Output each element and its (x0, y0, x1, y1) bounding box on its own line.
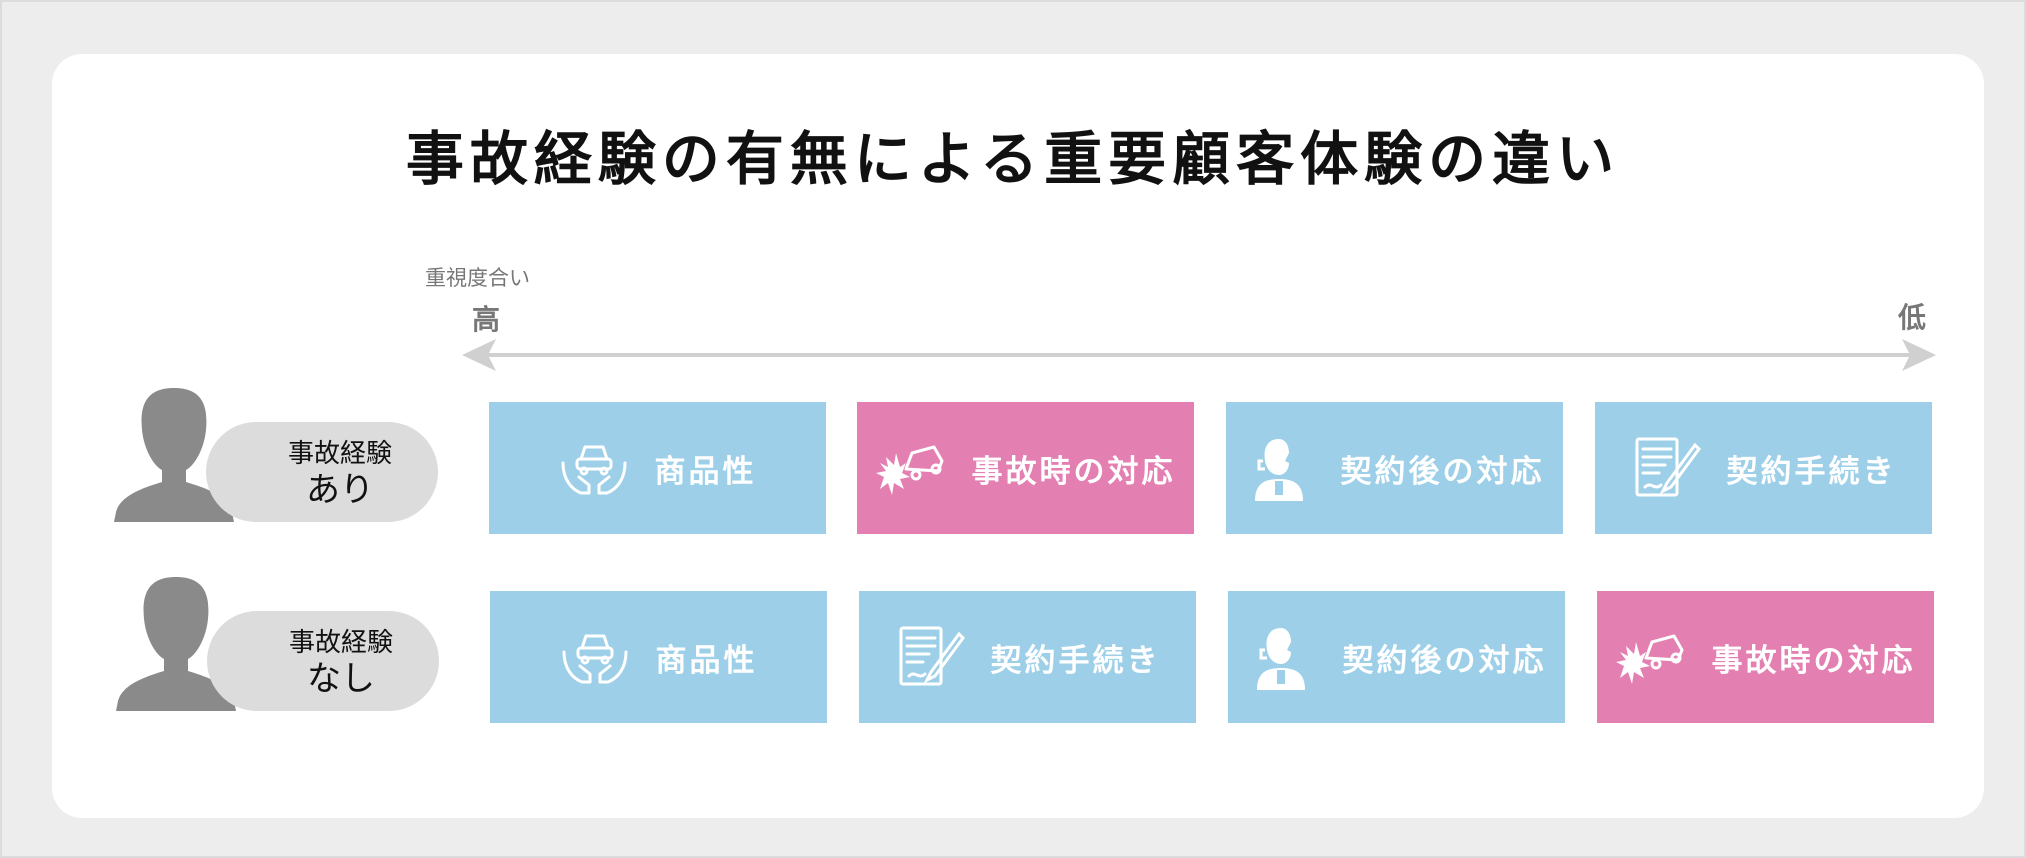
support-agent-icon (1256, 628, 1305, 690)
axis-label: 重視度合い (425, 266, 530, 290)
person-icon (114, 388, 234, 522)
item-label: 契約後の対応 (1340, 453, 1545, 490)
document-signing-icon (899, 626, 965, 686)
item-product: 商品性 (489, 402, 826, 534)
car-in-hands-icon (562, 634, 627, 684)
item-accident-response: 事故時の対応 (1597, 591, 1934, 723)
item-accident-response: 事故時の対応 (857, 402, 1194, 534)
item-label: 商品性 (654, 453, 757, 490)
row-label-line2: なし (307, 659, 375, 699)
car-crash-icon (875, 445, 943, 495)
axis-high-label: 高 (472, 303, 501, 336)
person-icon (116, 577, 236, 711)
document-signing-icon (1635, 437, 1701, 497)
item-label: 商品性 (655, 642, 758, 679)
priority-axis-arrow (462, 339, 1936, 371)
item-post-contract: 契約後の対応 (1228, 591, 1565, 723)
diagram-title: 事故経験の有無による重要顧客体験の違い (405, 125, 1621, 193)
item-contract-procedure: 契約手続き (1595, 402, 1932, 534)
item-label: 事故時の対応 (1711, 642, 1916, 679)
item-label: 契約手続き (990, 642, 1161, 679)
item-post-contract: 契約後の対応 (1226, 402, 1563, 534)
row-label-line2: あり (306, 470, 374, 510)
car-in-hands-icon (561, 445, 626, 495)
item-label: 事故時の対応 (971, 453, 1176, 490)
item-contract-procedure: 契約手続き (859, 591, 1196, 723)
axis-low-label: 低 (1898, 301, 1927, 334)
row-label-line1: 事故経験 (287, 439, 392, 469)
item-label: 契約手続き (1726, 453, 1897, 490)
car-crash-icon (1615, 634, 1683, 684)
row-label-without-accident: 事故経験 なし (207, 611, 439, 711)
item-label: 契約後の対応 (1342, 642, 1547, 679)
item-product: 商品性 (490, 591, 827, 723)
row-label-line1: 事故経験 (288, 628, 393, 658)
row-label-with-accident: 事故経験 あり (206, 422, 438, 522)
support-agent-icon (1254, 439, 1303, 501)
